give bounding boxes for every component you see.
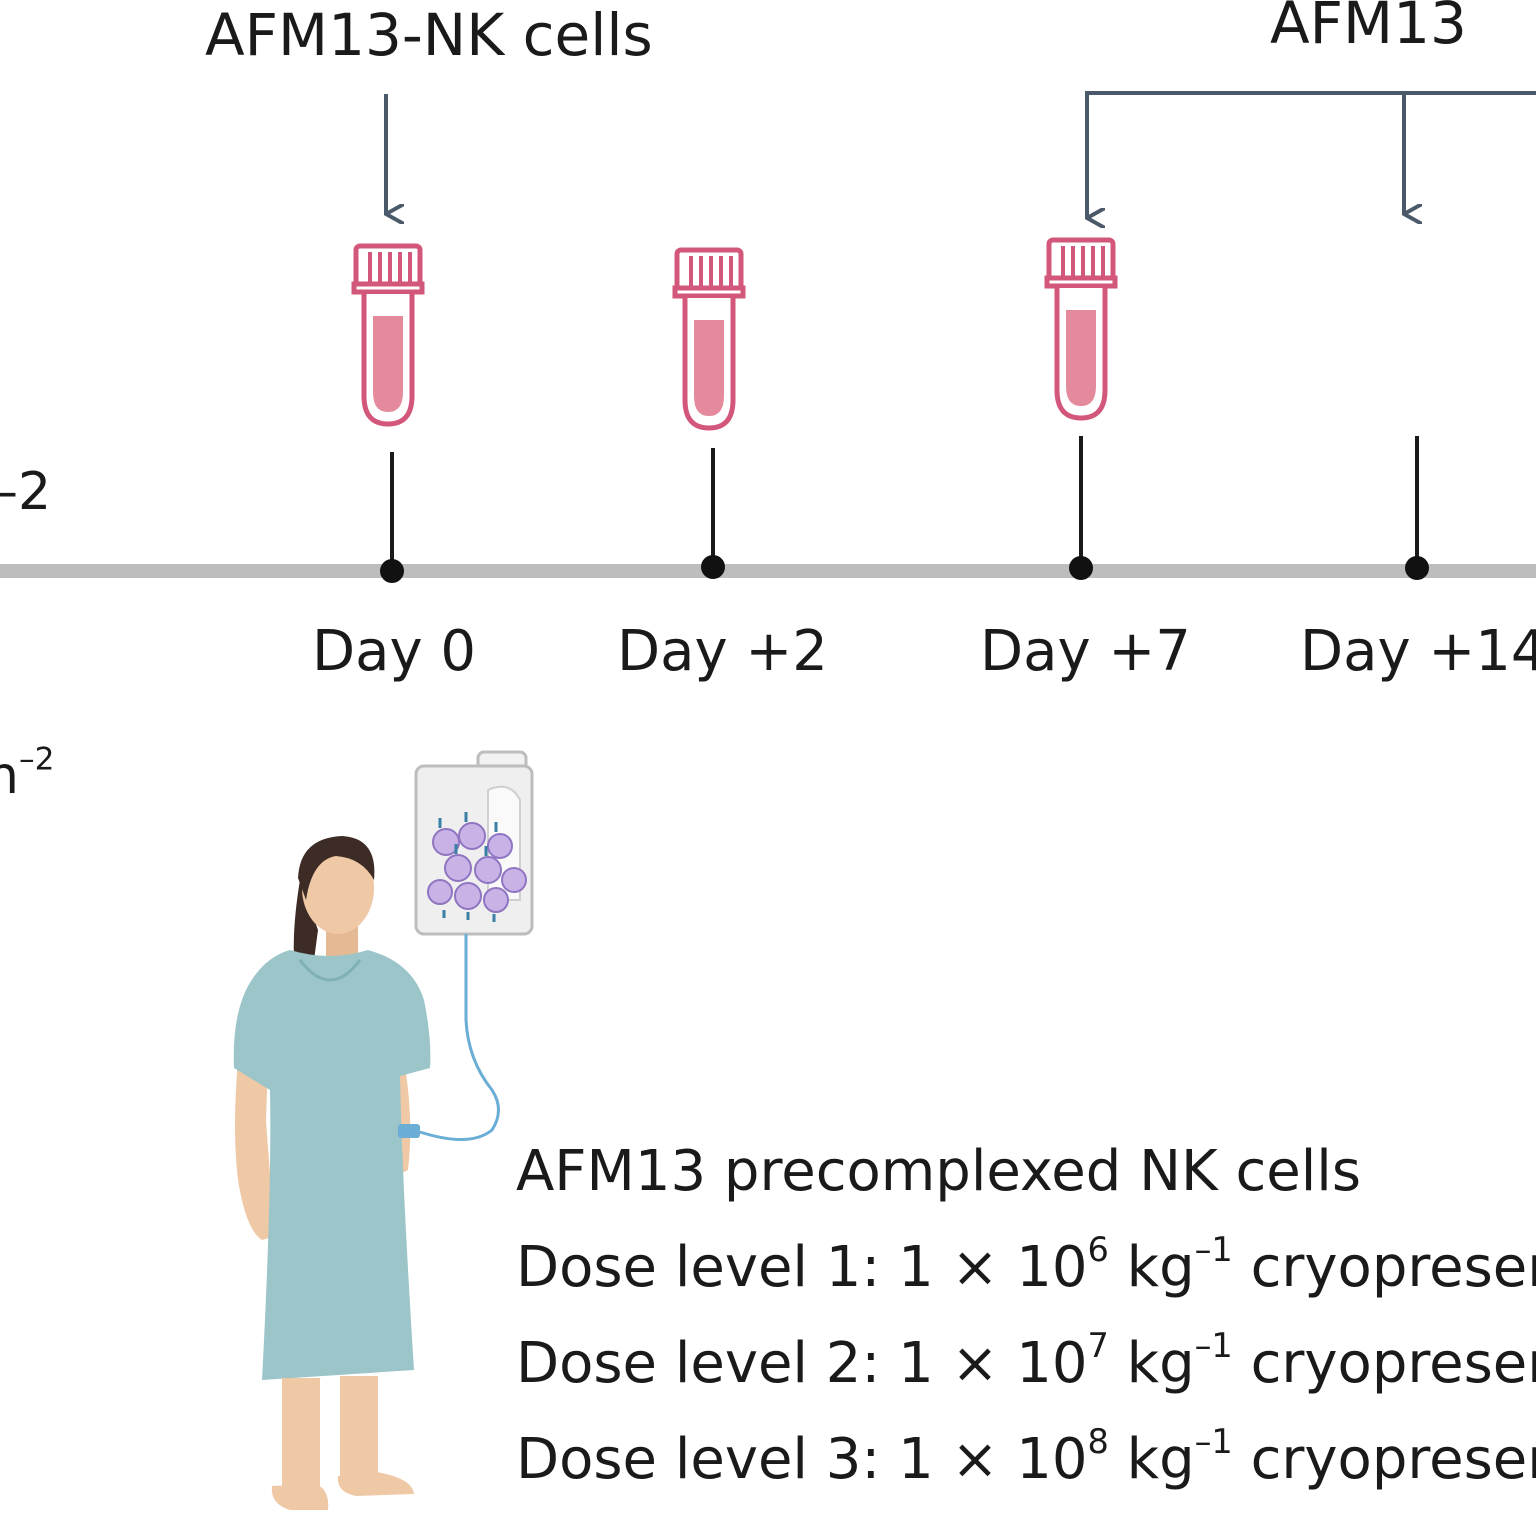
dose-exp: 8	[1087, 1421, 1109, 1461]
afm13-bracket	[1085, 91, 1536, 218]
dose-unit-exp: –1	[1194, 1325, 1233, 1365]
dose-suffix: cryopreser	[1232, 1331, 1536, 1396]
day-label-0: Day 0	[312, 619, 477, 684]
timeline-bar	[0, 564, 1536, 578]
dose-unit: kg	[1108, 1427, 1195, 1492]
left-edge-base: n	[0, 746, 19, 806]
day-label-7: Day +7	[980, 619, 1191, 684]
timeline-markers	[390, 436, 1419, 570]
dose-prefix: Dose level 3: 1 × 10	[516, 1427, 1088, 1492]
timeline-dots	[380, 555, 1429, 583]
dose-suffix: cryopreser	[1232, 1235, 1536, 1300]
blood-tube-icon	[1047, 240, 1115, 418]
dose-exp: 7	[1087, 1325, 1109, 1365]
dose-unit: kg	[1108, 1235, 1195, 1300]
day-label-14: Day +14	[1300, 619, 1536, 684]
dose-suffix: cryopreser	[1232, 1427, 1536, 1492]
dose-exp: 6	[1087, 1229, 1109, 1269]
dose-line-2: Dose level 2: 1 × 107 kg–1 cryopreser	[516, 1329, 1536, 1392]
iv-bag-icon	[414, 750, 534, 1142]
dose-line-3: Dose level 3: 1 × 108 kg–1 cryopreser	[516, 1425, 1536, 1488]
day-label-2: Day +2	[617, 619, 828, 684]
patient-icon	[233, 836, 431, 1510]
description-heading: AFM13 precomplexed NK cells	[516, 1139, 1362, 1204]
left-edge-label-top: –2	[0, 462, 52, 522]
blood-tube-icon	[354, 246, 422, 424]
left-edge-label-bottom: n–2	[0, 744, 54, 802]
dose-line-1: Dose level 1: 1 × 106 kg–1 cryopreser	[516, 1233, 1536, 1296]
blood-tube-icon	[675, 250, 743, 428]
dose-unit: kg	[1108, 1331, 1195, 1396]
dose-prefix: Dose level 1: 1 × 10	[516, 1235, 1088, 1300]
dose-unit-exp: –1	[1194, 1421, 1233, 1461]
nk-cells-label: AFM13-NK cells	[205, 1, 653, 69]
afm13-label: AFM13	[1270, 0, 1467, 57]
left-edge-sup: –2	[18, 741, 55, 778]
dose-unit-exp: –1	[1194, 1229, 1233, 1269]
dose-prefix: Dose level 2: 1 × 10	[516, 1331, 1088, 1396]
